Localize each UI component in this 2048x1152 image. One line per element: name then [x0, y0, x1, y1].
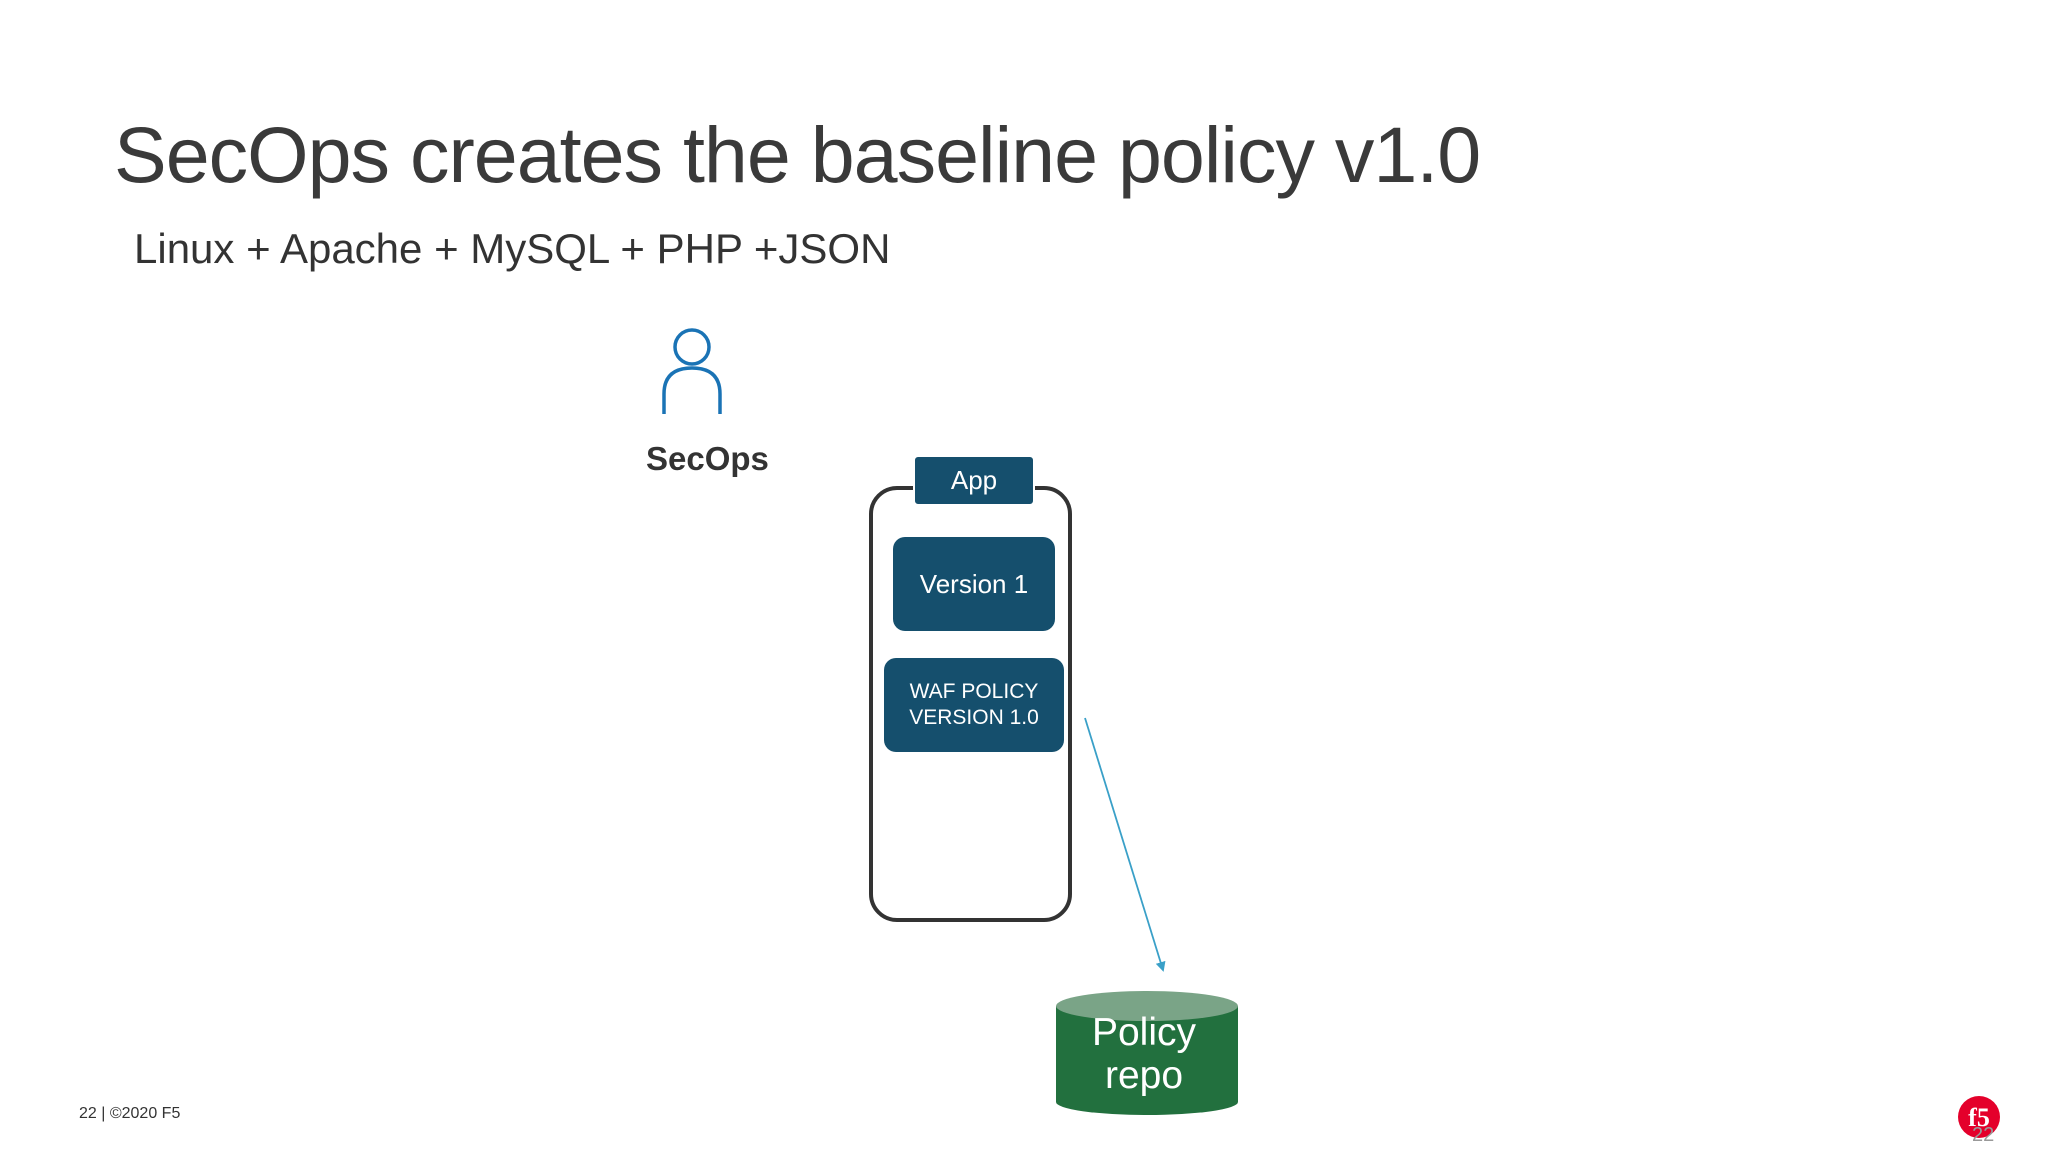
version-box: Version 1 [893, 537, 1055, 631]
slide-subtitle: Linux + Apache + MySQL + PHP +JSON [134, 225, 891, 272]
slide-title: SecOps creates the baseline policy v1.0 [114, 110, 1481, 199]
f5-logo-text: f5 [1968, 1103, 1990, 1132]
f5-logo-icon: f5 [1958, 1096, 2000, 1138]
person-icon [662, 328, 722, 414]
secops-label: SecOps [646, 440, 769, 477]
waf-policy-line2: VERSION 1.0 [909, 706, 1039, 729]
policy-repo-line2: repo [1104, 1053, 1184, 1097]
waf-policy-line1: WAF POLICY [909, 679, 1039, 703]
waf-policy-box: WAF POLICY VERSION 1.0 [884, 658, 1064, 752]
policy-repo-line1: Policy [1091, 1011, 1197, 1054]
policy-arrow [1084, 717, 1166, 972]
app-tab: App [913, 455, 1035, 506]
page-number: 22 [1972, 1124, 1995, 1146]
footer-copyright: 22 | ©2020 F5 [79, 1105, 181, 1122]
policy-repo-label: Policy repo [1053, 1011, 1235, 1098]
